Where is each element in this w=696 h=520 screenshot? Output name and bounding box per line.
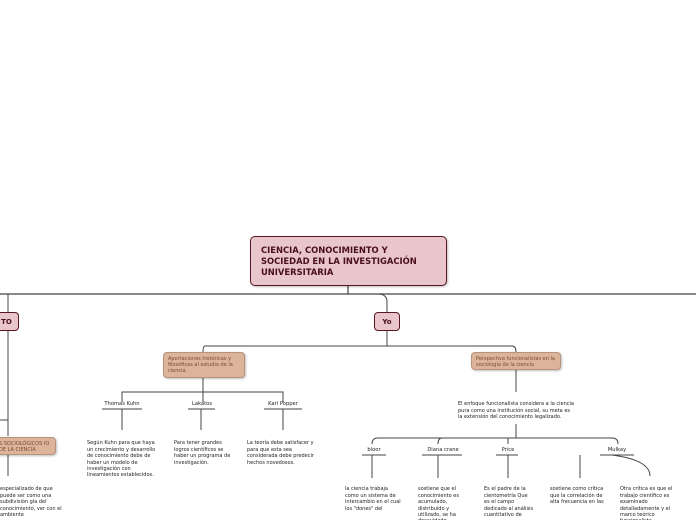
mulkay-text: sostiene como crítica que la correlación… (550, 486, 604, 506)
perspectiva-text: Perspectiva funcionalistas en la sociolo… (476, 356, 555, 368)
left-text: especializado de que puede ser como una … (0, 486, 62, 519)
author-price[interactable]: Price (501, 447, 515, 453)
left-branch-node[interactable]: TO (0, 312, 19, 331)
yo-node[interactable]: Yo (374, 312, 400, 331)
aportaciones-text: Aportaciones históricas y filosóficas al… (168, 356, 233, 374)
price-text: Es el padre de la cientometría Que es el… (484, 486, 534, 519)
lakatos-text: Para tener grandes logros científicos se… (174, 440, 231, 466)
enfoque-text: El enfoque funcionalista considera a la … (458, 401, 574, 421)
yo-label: Yo (382, 317, 392, 326)
thinker-lakatos[interactable]: Lakatos (191, 401, 213, 407)
bloor-text: la ciencia trabaja como un sistema de in… (345, 486, 401, 512)
left-branch-label: TO (1, 317, 12, 326)
thinker-kuhn[interactable]: Thomas Kuhn (104, 401, 140, 407)
extra-critic-text: Otra crítica es que el trabajo científic… (620, 486, 673, 520)
author-bloor[interactable]: bloor (367, 447, 381, 453)
thinker-popper[interactable]: Karl Popper (268, 401, 298, 407)
diana-crane-text: sostiene que el conocimiento es acumulad… (418, 486, 459, 520)
aportaciones-node[interactable]: Aportaciones históricas y filosóficas al… (163, 352, 245, 378)
author-mulkay[interactable]: Mulkay (607, 447, 627, 453)
perspectiva-node[interactable]: Perspectiva funcionalistas en la sociolo… (471, 352, 561, 370)
left-sociologicos-node[interactable]: S SOCIOLÓGICOS IO DE LA CIENCIA (0, 437, 56, 455)
central-topic-text: CIENCIA, CONOCIMIENTO Y SOCIEDAD EN LA I… (261, 245, 417, 277)
central-topic[interactable]: CIENCIA, CONOCIMIENTO Y SOCIEDAD EN LA I… (250, 236, 447, 286)
kuhn-text: Según Kuhn para que haya un crecimiento … (87, 440, 156, 479)
author-diana-crane[interactable]: Diana crane (427, 447, 459, 453)
popper-text: La teoría debe satisfacer y para que est… (247, 440, 314, 466)
